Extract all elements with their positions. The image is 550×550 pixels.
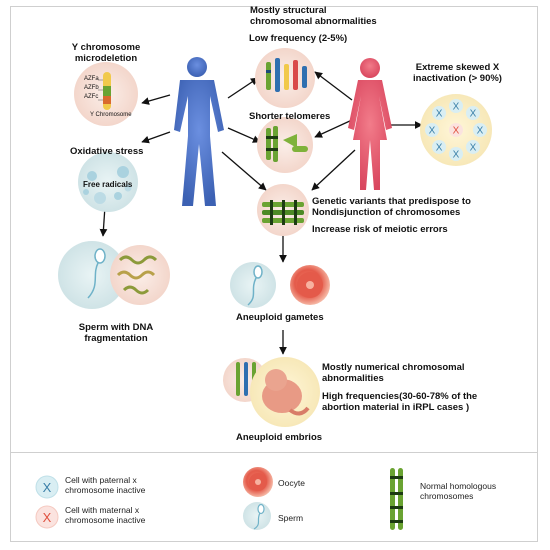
- legend-oocyte-icon: [243, 467, 273, 497]
- y-azf-labels: AZFa AZFb AZFc: [84, 76, 99, 100]
- arrow-male-to-telomeres: [227, 77, 259, 99]
- y-microdeletion-label: Y chromosome microdeletion: [71, 42, 141, 64]
- meiotic-errors-label: Increase risk of meiotic errors: [312, 224, 448, 235]
- y-chromosome-caption: Y Chromosome: [90, 112, 132, 118]
- paternal-x-cell: X: [432, 139, 447, 154]
- male-figure: [174, 57, 224, 206]
- arrow-female-to-telomeres: [314, 71, 353, 101]
- arrow-male-to-oxidative: [141, 131, 171, 144]
- legend-oocyte-label: Oocyte: [278, 478, 305, 488]
- legend-maternal-icon: X: [35, 505, 59, 529]
- svg-text:X: X: [470, 142, 477, 153]
- arrow-male-to-structural: [227, 127, 261, 143]
- paternal-x-cell: X: [449, 99, 463, 113]
- arrow-male-to-y: [141, 94, 171, 105]
- high-frequencies-label: High frequencies(30-60-78% of the aborti…: [322, 391, 478, 413]
- paternal-x-cell: X: [425, 123, 439, 137]
- arrows: [99, 71, 423, 355]
- svg-text:X: X: [43, 510, 52, 525]
- legend-sperm-icon: [243, 502, 271, 530]
- svg-text:X: X: [436, 109, 443, 120]
- shorter-telomeres-label: Shorter telomeres: [249, 111, 331, 122]
- paternal-x-cell: X: [465, 106, 480, 121]
- svg-text:X: X: [453, 150, 460, 161]
- genetic-variants-label: Genetic variants that predispose to Nond…: [312, 196, 471, 218]
- aneuploid-gametes-label: Aneuploid gametes: [236, 312, 324, 323]
- arrow-female-to-variants: [311, 149, 356, 191]
- aneuploid-embrios-label: Aneuploid embrios: [236, 432, 323, 443]
- legend-sperm-label: Sperm: [278, 513, 304, 523]
- figure-frame: [10, 6, 538, 542]
- skewed-x-label: Extreme skewed X inactivation (> 90%): [413, 62, 502, 84]
- svg-text:X: X: [470, 109, 477, 120]
- svg-text:X: X: [453, 102, 460, 113]
- paternal-x-cell: X: [449, 147, 463, 161]
- paternal-x-cell: X: [432, 106, 447, 121]
- telomeres-circle: [255, 48, 315, 108]
- sperm-dna-label: Sperm with DNA fragmentation: [78, 322, 154, 344]
- svg-text:X: X: [429, 126, 436, 137]
- svg-text:X: X: [43, 480, 52, 495]
- svg-text:X: X: [453, 126, 460, 137]
- y-chromosome-circle: [74, 62, 138, 126]
- sperm-dna-circles: [58, 241, 170, 309]
- structural-title: Mostly structural chromosomal abnormalit…: [250, 5, 377, 27]
- gametes-group: [230, 262, 330, 308]
- legend-maternal-label: Cell with maternal x chromosome inactive: [65, 505, 146, 525]
- female-figure: [348, 58, 392, 190]
- free-radicals-circle: [78, 152, 138, 212]
- svg-text:X: X: [477, 126, 484, 137]
- oxidative-stress-label: Oxidative stress: [70, 146, 144, 157]
- variants-circle: [257, 184, 309, 236]
- paternal-x-cell: X: [465, 139, 480, 154]
- low-frequency-label: Low frequency (2-5%): [249, 33, 348, 44]
- legend-paternal-label: Cell with paternal x chromosome inactive: [65, 475, 146, 495]
- arrow-male-to-variants: [221, 151, 267, 191]
- legend-chromosomes-label: Normal homologous chromosomes: [420, 481, 497, 501]
- embrio-group: [223, 357, 320, 427]
- maternal-x-cell: X: [449, 123, 463, 137]
- legend: Cell with paternal x chromosome inactive…: [10, 452, 538, 542]
- paternal-x-cell: X: [473, 123, 487, 137]
- free-radicals-label: Free radicals: [83, 180, 133, 189]
- legend-chromosome-icon: [390, 468, 403, 530]
- svg-text:X: X: [436, 142, 443, 153]
- numerical-abnormalities-label: Mostly numerical chromosomal abnormaliti…: [322, 362, 465, 384]
- structural-circle: [257, 117, 313, 173]
- legend-paternal-icon: X: [35, 475, 59, 499]
- arrow-female-to-structural: [314, 119, 353, 138]
